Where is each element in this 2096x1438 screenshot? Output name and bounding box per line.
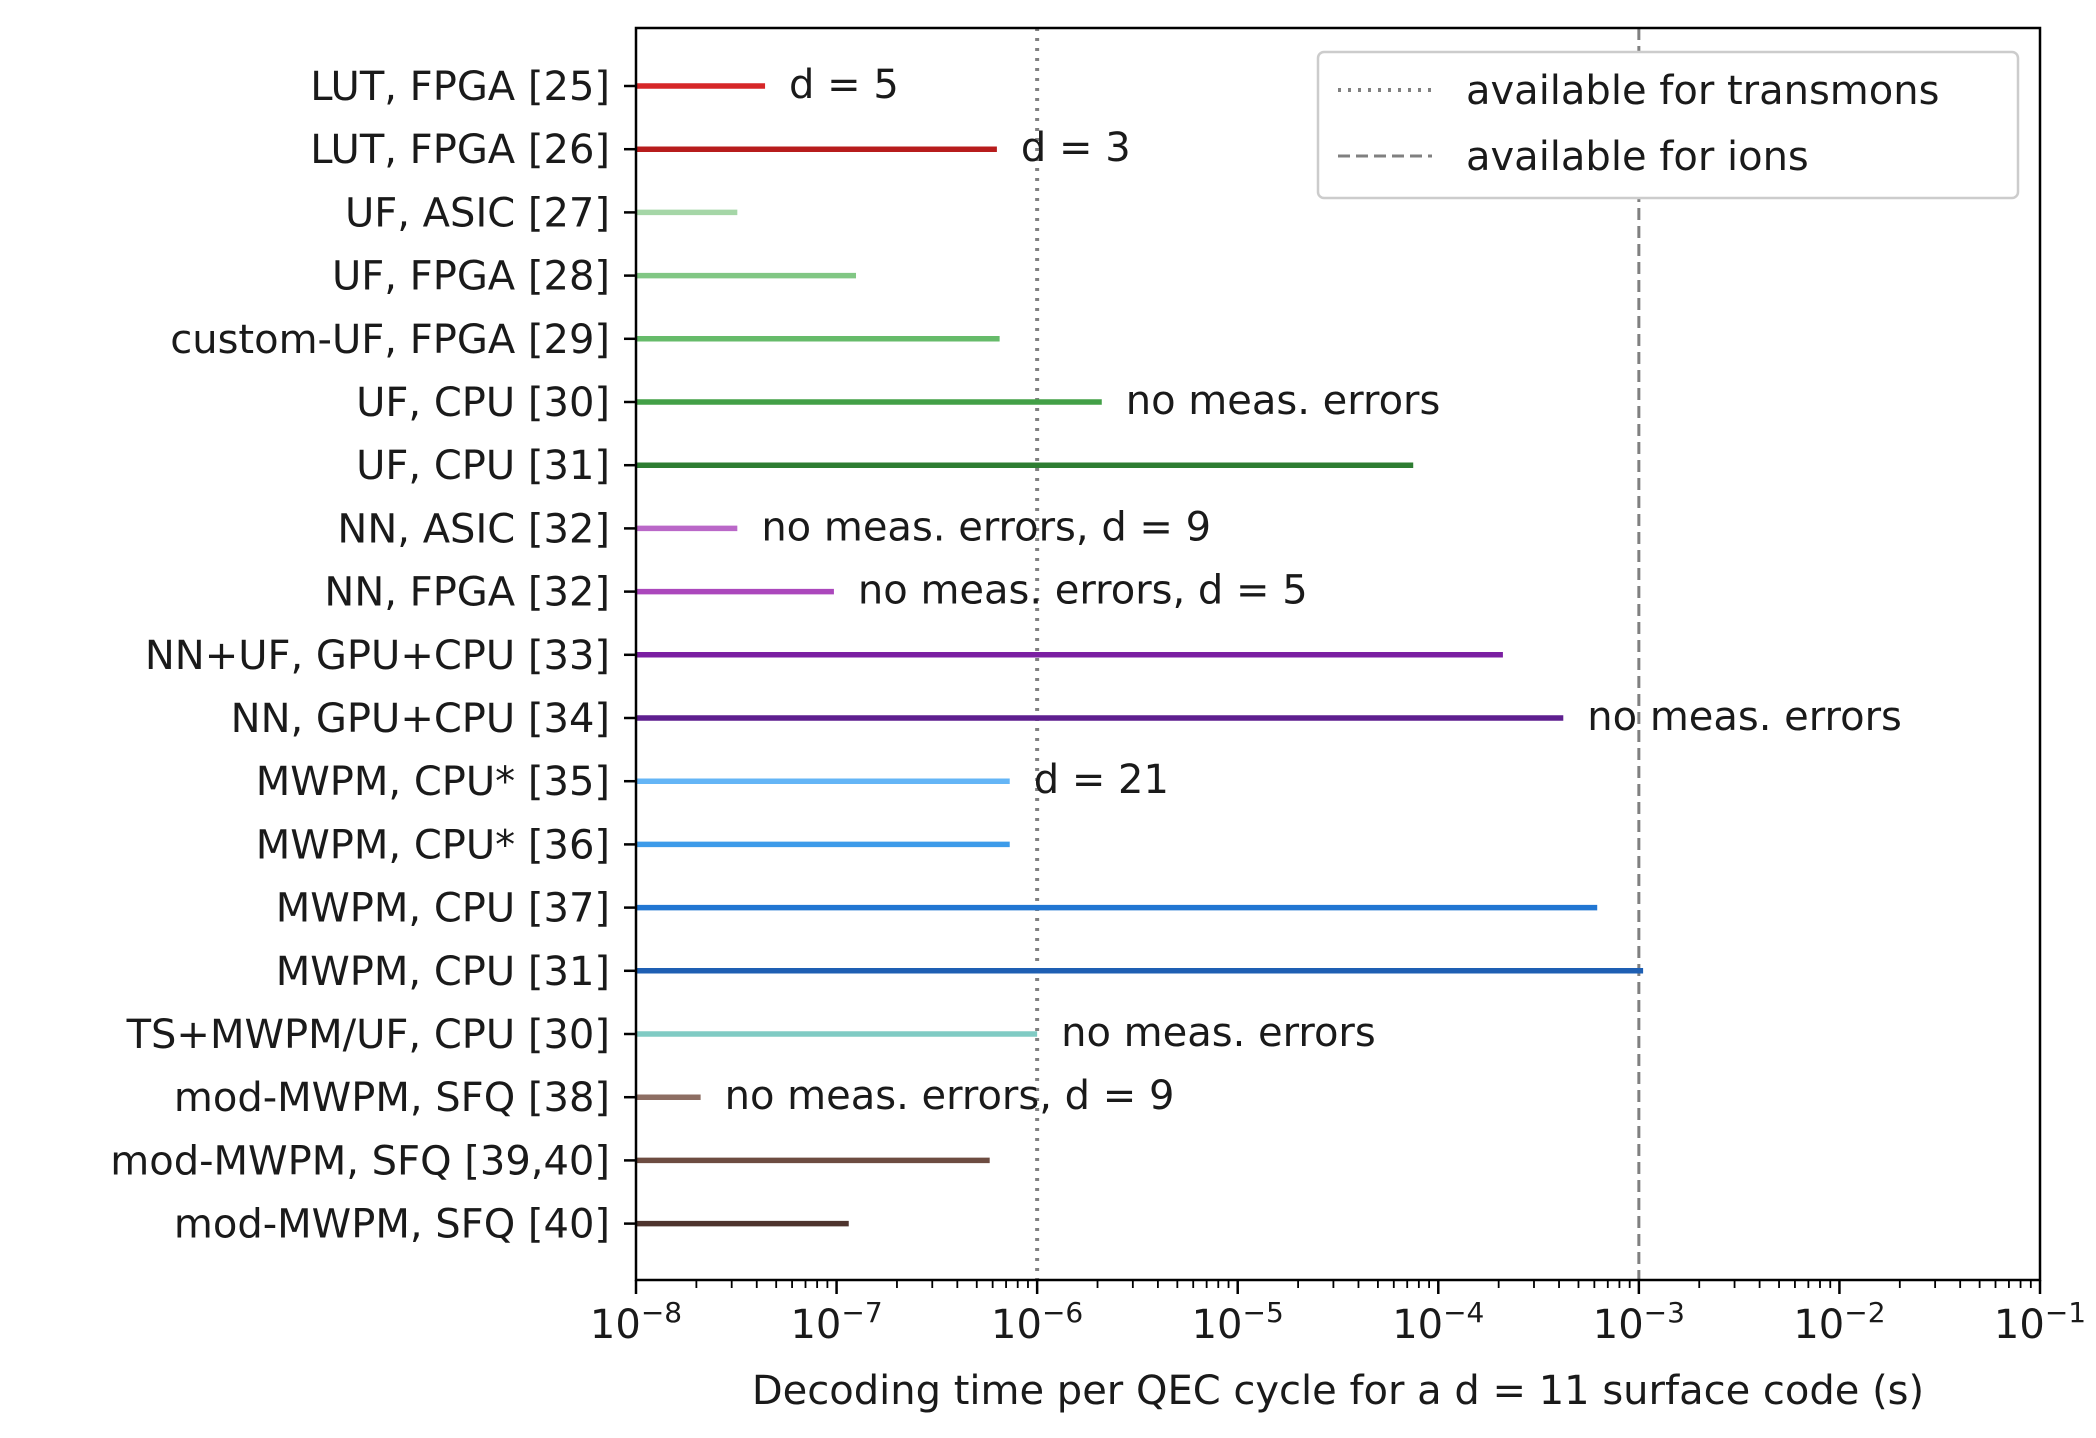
x-tick-label-6: 10−2 [1793,1296,1885,1348]
y-tick-label-17: mod-MWPM, SFQ [39,40] [110,1138,610,1184]
bar-annotation-10: no meas. errors [1587,694,1902,740]
bar-annotation-16: no meas. errors, d = 9 [725,1073,1175,1119]
y-tick-label-14: MWPM, CPU [31] [276,949,610,995]
y-tick-label-16: mod-MWPM, SFQ [38] [174,1075,610,1121]
annotations: d = 5 d = 3 no meas. errors no meas. errors… [725,62,1902,1119]
legend: available for transmons available for ion… [1316,50,2020,200]
y-tick-label-8: NN, FPGA [32] [324,570,610,616]
x-axis-title: Decoding time per QEC cycle for a d = 11… [752,1368,1924,1414]
x-tick-label-0: 10−8 [590,1296,682,1348]
legend-label-1: available for ions [1466,134,1809,180]
y-tick-label-0: LUT, FPGA [25] [310,64,610,110]
x-tick-label-4: 10−4 [1392,1296,1484,1348]
x-tick-label-3: 10−5 [1192,1296,1284,1348]
bars [636,83,1644,1227]
x-axis: 10−8 10−7 10−6 10−5 10−4 10−3 10−2 10−1 [590,1280,2086,1348]
y-tick-label-6: UF, CPU [31] [356,443,610,489]
reference-lines [1035,28,1641,1280]
y-tick-label-10: NN, GPU+CPU [34] [231,696,610,742]
y-tick-label-9: NN+UF, GPU+CPU [33] [145,633,610,679]
y-tick-label-1: LUT, FPGA [26] [310,127,610,173]
y-tick-label-18: mod-MWPM, SFQ [40] [174,1202,610,1248]
legend-box [1316,50,2020,200]
y-tick-label-4: custom-UF, FPGA [29] [170,317,610,363]
y-tick-label-5: UF, CPU [30] [356,380,610,426]
y-tick-label-3: UF, FPGA [28] [332,254,610,300]
x-tick-label-5: 10−3 [1593,1296,1685,1348]
x-tick-label-2: 10−6 [991,1296,1083,1348]
y-tick-label-7: NN, ASIC [32] [337,506,610,552]
bar-annotation-1: d = 3 [1021,125,1131,171]
y-tick-label-12: MWPM, CPU* [36] [256,822,610,868]
plot-frame [634,26,2042,1282]
bar-annotation-5: no meas. errors [1126,378,1441,424]
bar-annotation-7: no meas. errors, d = 9 [761,504,1211,550]
x-tick-label-7: 10−1 [1994,1296,2086,1348]
x-tick-label-1: 10−7 [790,1296,882,1348]
bar-annotation-0: d = 5 [789,62,899,108]
bar-annotation-11: d = 21 [1034,757,1169,803]
y-tick-labels: LUT, FPGA [25] LUT, FPGA [26] UF, ASIC [27… [110,64,636,1248]
y-tick-label-15: TS+MWPM/UF, CPU [30] [126,1012,610,1058]
legend-label-0: available for transmons [1466,68,1939,114]
y-tick-label-2: UF, ASIC [27] [345,190,610,236]
y-tick-label-11: MWPM, CPU* [35] [256,759,610,805]
bar-annotation-8: no meas. errors, d = 5 [858,568,1308,614]
bar-annotation-15: no meas. errors [1061,1010,1376,1056]
y-tick-label-13: MWPM, CPU [37] [276,886,610,932]
